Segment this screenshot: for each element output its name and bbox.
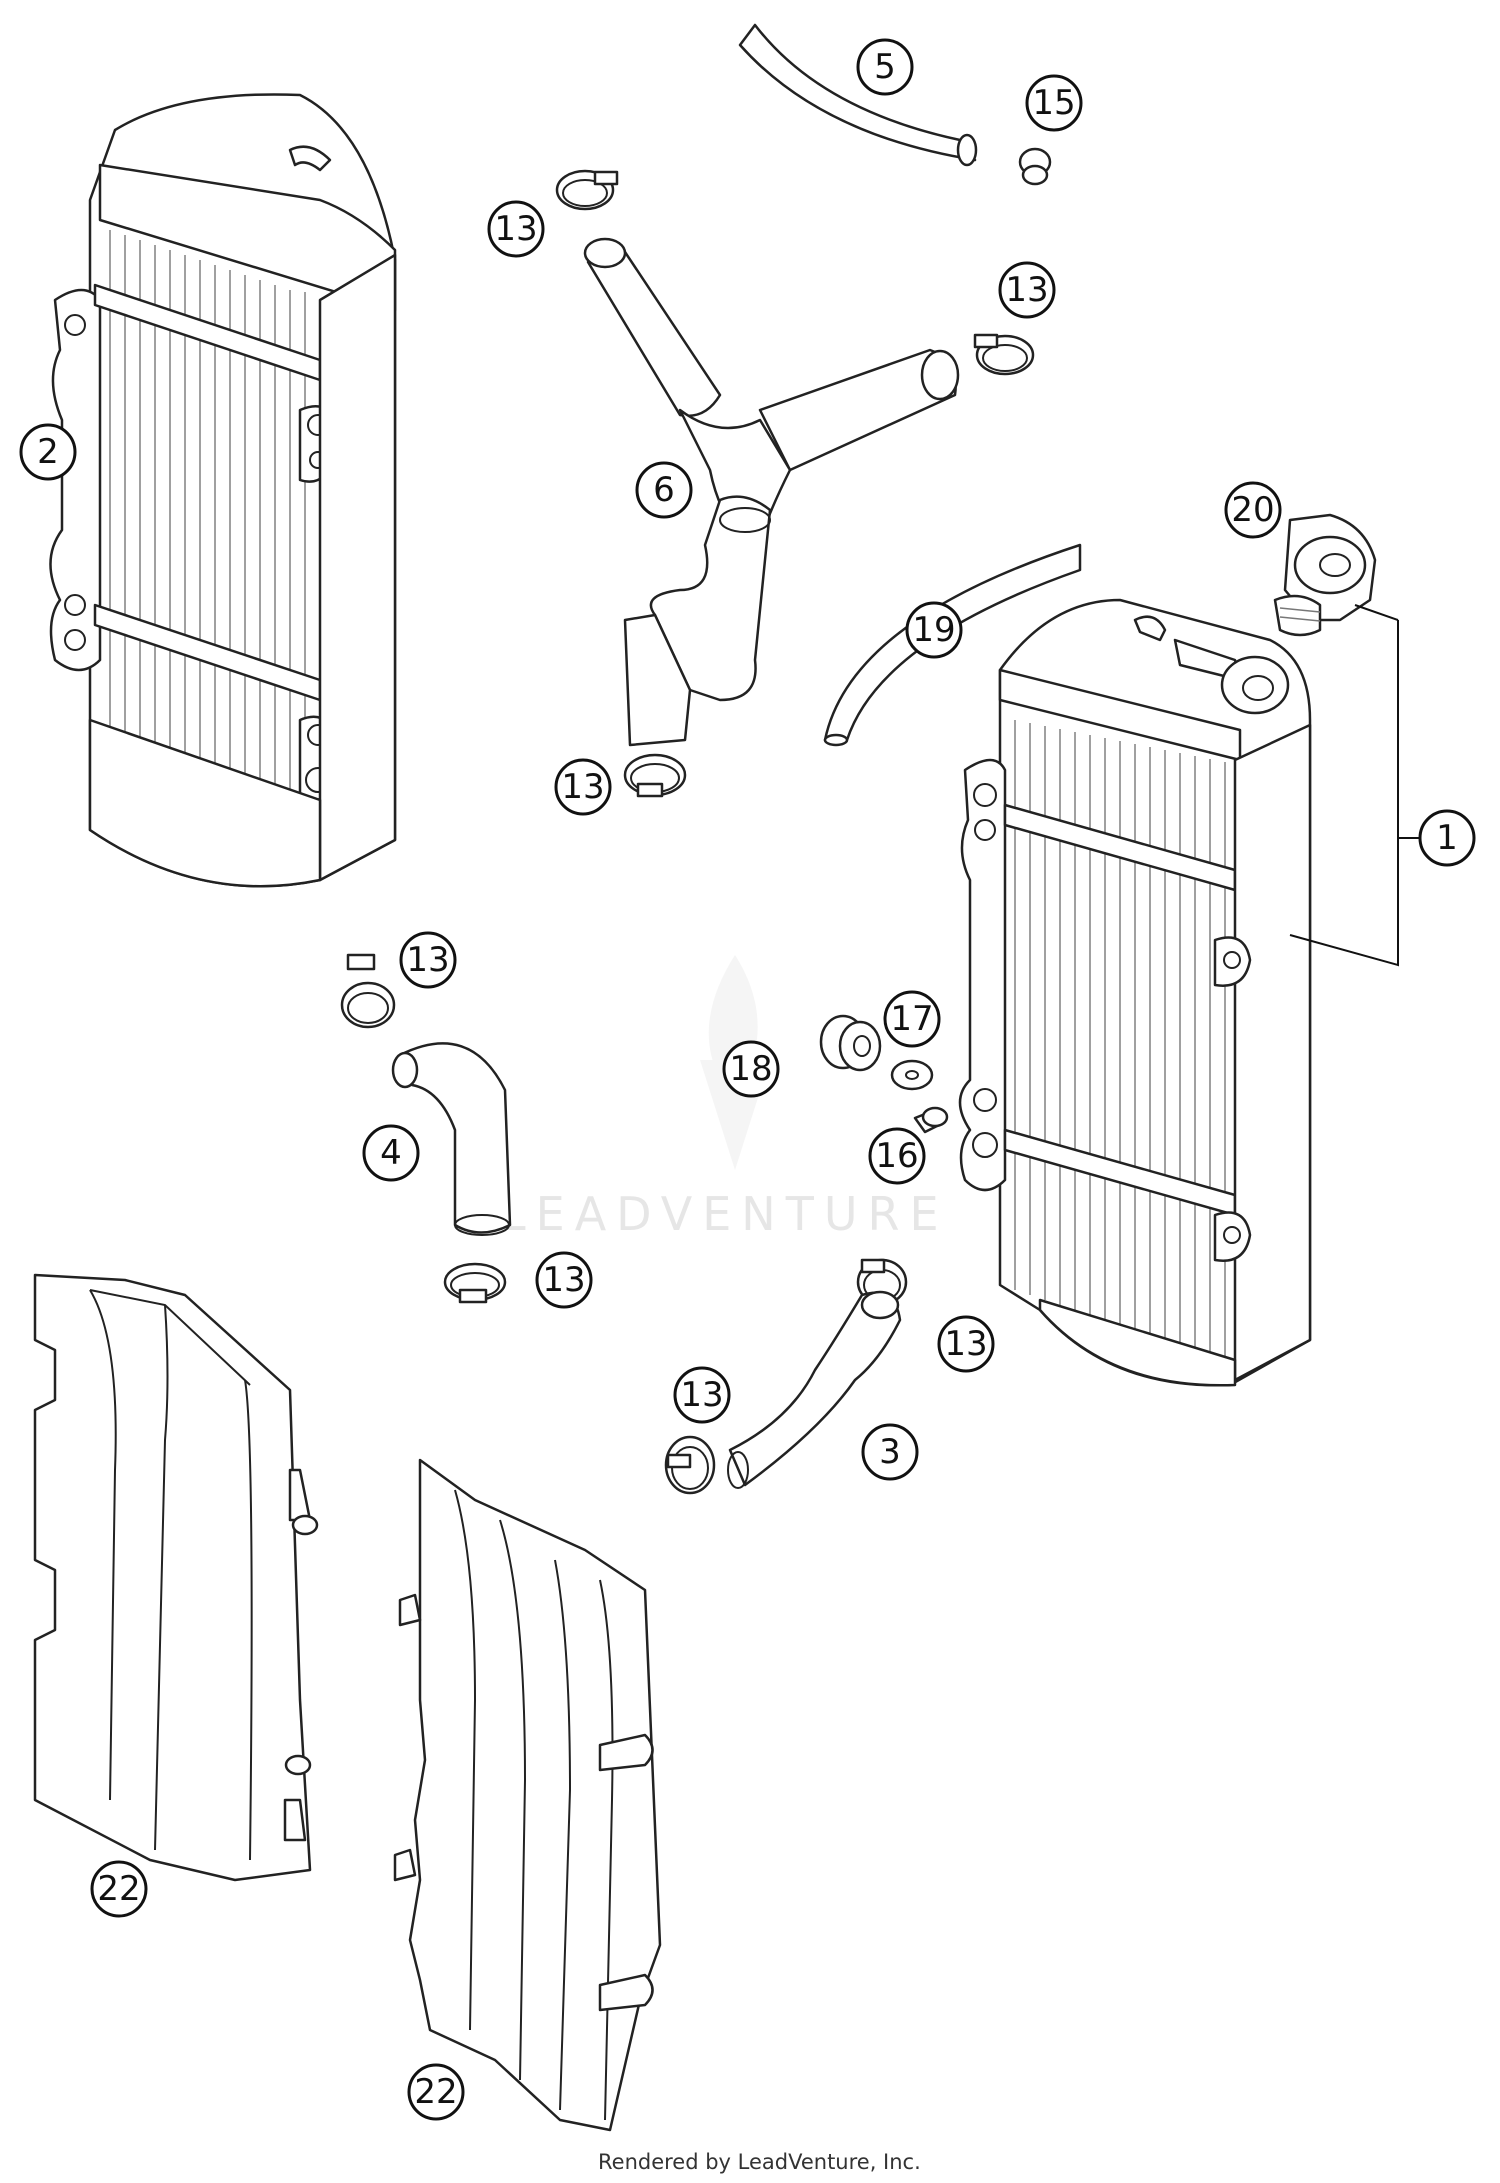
clamp-13-c (623, 753, 687, 798)
svg-text:13: 13 (406, 940, 449, 980)
svg-text:3: 3 (879, 1432, 901, 1472)
callout-13-b: 13 (998, 261, 1056, 319)
callout-1: 1 (1418, 809, 1476, 867)
callout-4: 4 (362, 1124, 420, 1182)
callout-19: 19 (905, 601, 963, 659)
leader-1 (1289, 620, 1399, 967)
clamp-15 (1018, 147, 1052, 186)
svg-text:4: 4 (380, 1133, 402, 1173)
svg-text:22: 22 (414, 2072, 457, 2112)
clamp-13-g (664, 1435, 716, 1495)
callout-20: 20 (1224, 481, 1282, 539)
svg-text:20: 20 (1231, 490, 1274, 530)
callout-13-g: 13 (673, 1366, 731, 1424)
clamp-13-e (443, 1262, 507, 1304)
right-radiator (958, 598, 1312, 1387)
callout-13-d: 13 (399, 931, 457, 989)
svg-text:13: 13 (542, 1260, 585, 1300)
hose-4 (391, 1042, 512, 1236)
svg-text:18: 18 (729, 1049, 772, 1089)
svg-text:13: 13 (944, 1324, 987, 1364)
washer-17 (890, 1059, 934, 1091)
callout-22-a: 22 (90, 1860, 148, 1918)
svg-text:15: 15 (1032, 83, 1075, 123)
svg-text:17: 17 (890, 999, 933, 1039)
svg-text:5: 5 (874, 47, 896, 87)
hose-3 (727, 1290, 902, 1489)
svg-text:2: 2 (37, 432, 59, 472)
callout-17: 17 (883, 990, 941, 1048)
svg-text:13: 13 (680, 1375, 723, 1415)
svg-text:13: 13 (494, 209, 537, 249)
svg-text:13: 13 (1005, 270, 1048, 310)
callout-15: 15 (1025, 74, 1083, 132)
radiator-shroud-22-left (33, 1273, 319, 1882)
bolt-16 (913, 1106, 949, 1134)
hose-5 (738, 23, 977, 162)
watermark-text: LEADVENTURE (500, 1187, 949, 1241)
svg-text:19: 19 (912, 610, 955, 650)
left-radiator (49, 93, 397, 888)
svg-text:16: 16 (875, 1136, 918, 1176)
hose-19 (823, 543, 1082, 742)
callout-13-e: 13 (535, 1251, 593, 1309)
hose-6 (583, 237, 960, 747)
svg-text:1: 1 (1436, 818, 1458, 858)
callout-13-a: 13 (487, 200, 545, 258)
clamp-13-d (340, 953, 396, 1029)
callout-16: 16 (868, 1127, 926, 1185)
svg-text:13: 13 (561, 767, 604, 807)
footer-credit: Rendered by LeadVenture, Inc. (598, 2150, 921, 2174)
callout-3: 3 (861, 1423, 919, 1481)
callout-22-b: 22 (407, 2063, 465, 2121)
callout-6: 6 (635, 461, 693, 519)
svg-text:22: 22 (97, 1869, 140, 1909)
radiator-cap-20 (1273, 513, 1377, 637)
callout-5: 5 (856, 38, 914, 96)
svg-text:6: 6 (653, 470, 675, 510)
callout-13-c: 13 (554, 758, 612, 816)
callout-13-f: 13 (937, 1315, 995, 1373)
callout-18: 18 (722, 1040, 780, 1098)
clamp-13-b (973, 333, 1035, 376)
radiator-shroud-22-right (393, 1458, 662, 2132)
grommet-18 (819, 1014, 882, 1072)
callout-2: 2 (19, 423, 77, 481)
clamp-13-a (555, 169, 619, 211)
